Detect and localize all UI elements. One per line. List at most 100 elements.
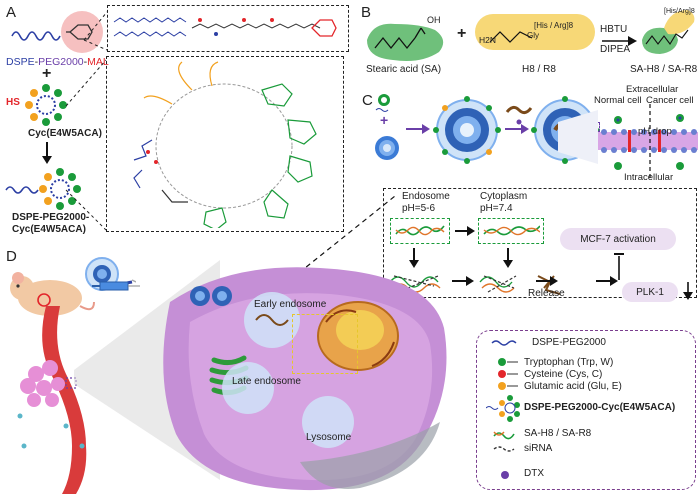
cancer-cell-label: Cancer cell [646,95,694,106]
membrane-diagram [558,104,698,180]
cytoplasm-strand-box [478,218,544,244]
nucleus-icon [317,301,399,371]
nanoparticle-icon [433,96,501,164]
reagent-hbtu: HBTU [600,24,628,35]
stearic-acid-icon [367,23,444,61]
dspe-peg-mal-icon [11,11,103,53]
legend-conjugate-icon [486,395,520,422]
late-endosome-icon [222,362,274,414]
legend-sirna: siRNA [524,443,553,454]
release-label: Release [528,288,565,299]
intracellular-label: Intracellular [624,172,674,183]
peg-text: PEG2000 [38,56,84,68]
reagent-dipea: DIPEA [600,44,631,55]
panel-label-c: C [362,92,373,109]
product-label-line1: DSPE-PEG2000- [12,212,90,223]
legend-cysteine: Cysteine (Cys, C) [524,369,603,380]
release-mechanism-box [383,188,697,298]
peptide-h8-chain [489,31,533,43]
legend-dtx: DTX [524,468,544,479]
incoming-nanoparticles-icon [190,286,232,306]
reaction-arrow-icon [602,36,637,46]
peptide-h8-pill [475,14,595,50]
mal-text: MAL [87,56,109,68]
arrow-right-icon-4 [452,276,474,286]
early-endosome-label: Early endosome [254,299,327,310]
sirna-drug-icon [505,105,533,125]
h8-r8-label: H8 / R8 [522,64,556,75]
dspe-structure-formula [113,17,337,37]
arrow-right-icon-1 [406,124,430,134]
legend-dspe-peg-icon [491,340,517,346]
endosome-strand-icon [395,225,445,236]
endosome-strand-box [390,218,450,244]
legend-conjugate: DSPE-PEG2000-Cyc(E4W5ACA) [524,402,676,413]
sa-h8-product-label: SA-H8 / SA-R8 [630,64,698,75]
lysosome-label: Lysosome [306,432,352,443]
cyclic-peptide-icon [25,84,67,126]
mcf7-activation-label: MCF-7 activation [580,233,656,245]
cyc-label: Cyc(E4W5ACA) [28,128,102,139]
plk1-pill: PLK-1 [622,282,678,302]
peptide-tag-product: [His/Arg]8 [664,8,695,15]
amine-label: H2N [479,35,497,45]
legend-box [476,330,696,490]
legend-sa-h8: SA-H8 / SA-R8 [524,428,592,439]
inhibition-icon [614,253,624,280]
syringe-icon [92,281,140,291]
product-label-line2: Cyc(E4W5ACA) [12,224,86,235]
arrow-down-icon-3 [503,248,513,268]
extracellular-label: Extracellular [626,84,679,95]
plus-sign-b: + [457,25,467,42]
dspe-text: DSPE [6,56,35,68]
downregulation-arrow-icon [683,282,693,300]
endosome-highlight-box [292,314,358,374]
sa-h8-product-icon [642,10,695,54]
plus-sign-a: + [42,65,52,82]
mcf7-activation-pill: MCF-7 activation [560,228,676,250]
plk1-label: PLK-1 [636,286,664,298]
legend-sa-h8-icon [493,431,515,440]
oh-label: OH [427,15,441,25]
peptide-tag-label: [His / Arg]8 [534,21,574,30]
panel-label-d: D [6,248,17,265]
stearic-acid-label: Stearic acid (SA) [366,64,442,75]
gly-label: Gly [527,31,539,40]
arrow-down-icon-2 [409,248,419,268]
arrow-down-icon [42,142,52,164]
micelle-components-icon [375,94,390,112]
mouse-icon [10,272,95,316]
legend-dtx-icon [501,471,509,479]
arrow-right-icon-2 [505,124,529,134]
legend-glutamic-acid: Glutamic acid (Glu, E) [524,381,622,392]
cytoplasm-strand-icon [483,225,540,236]
arrow-right-icon-6 [596,276,618,286]
late-endosome-label: Late endosome [232,376,301,387]
cyclic-peptide-structure [133,61,317,228]
legend-sirna-icon [493,446,515,452]
panel-label-a: A [6,4,17,21]
endosome-ph: pH=5-6 [402,203,436,214]
normal-cell-label: Normal cell [594,95,642,106]
blood-vessel-icon [17,306,87,494]
dspe-peg-mal-label: DSPE-PEG2000-MAL [6,56,109,68]
ph-drop-label: pH drop [638,126,672,137]
hs-label: HS [6,97,20,108]
legend-dspe-peg: DSPE-PEG2000 [532,337,606,348]
liposome-core-icon [375,136,399,160]
plus-sign-c: + [380,112,389,128]
conjugate-icon [5,168,81,210]
arrow-right-icon-3 [455,226,475,236]
endosome-title: Endosome [402,191,450,202]
dspe-structure-box [107,5,349,52]
cytoplasm-title: Cytoplasm [480,191,528,202]
lysosome-icon [302,396,354,448]
cytoplasm-ph: pH=7.4 [480,203,513,214]
arrow-right-icon-5 [536,276,558,286]
peptide-structure-box [106,56,344,232]
legend-aa-icon [498,358,518,390]
legend-tryptophan: Tryptophan (Trp, W) [524,357,614,368]
panel-label-b: B [361,4,372,21]
complex-strands-icon [389,275,561,295]
early-endosome-icon [244,292,300,348]
